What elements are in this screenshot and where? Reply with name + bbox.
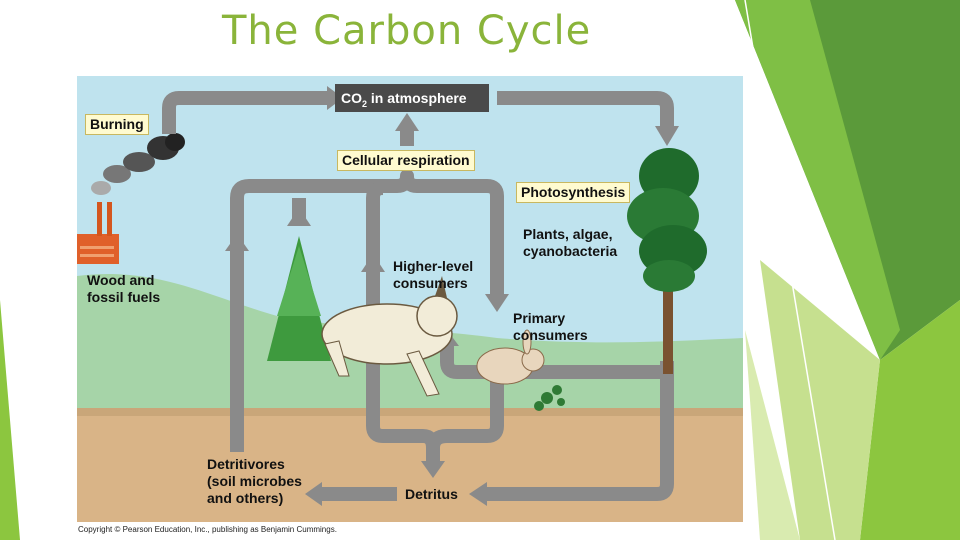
primary-line-2: consumers: [513, 327, 588, 344]
primary-line-1: Primary: [513, 310, 588, 327]
higher-level-consumers-label: Higher-level consumers: [393, 258, 473, 292]
plants-line-2: cyanobacteria: [523, 243, 617, 260]
detritus-label: Detritus: [405, 486, 458, 503]
detritivores-line-1: Detritivores: [207, 456, 302, 473]
wood-fossil-fuels-label: Wood and fossil fuels: [87, 272, 160, 306]
plants-label: Plants, algae, cyanobacteria: [523, 226, 617, 260]
copyright-text: Copyright © Pearson Education, Inc., pub…: [78, 525, 337, 534]
photosynthesis-label: Photosynthesis: [516, 182, 630, 203]
higher-line-1: Higher-level: [393, 258, 473, 275]
detritivores-line-2: (soil microbes: [207, 473, 302, 490]
co2-text: CO: [341, 90, 362, 106]
primary-consumers-label: Primary consumers: [513, 310, 588, 344]
burning-label: Burning: [85, 114, 149, 135]
co2-suffix: in atmosphere: [367, 90, 467, 106]
wood-line-1: Wood and: [87, 272, 160, 289]
slide-title: The Carbon Cycle: [222, 8, 591, 54]
detritivores-line-3: and others): [207, 490, 302, 507]
diagram-artwork: [77, 76, 743, 522]
carbon-cycle-diagram: CO2 in atmosphere Burning Cellular respi…: [77, 76, 743, 522]
cellular-respiration-label: Cellular respiration: [337, 150, 475, 171]
co2-atmosphere-label: CO2 in atmosphere: [341, 90, 467, 113]
wood-line-2: fossil fuels: [87, 289, 160, 306]
plants-line-1: Plants, algae,: [523, 226, 617, 243]
detritivores-label: Detritivores (soil microbes and others): [207, 456, 302, 507]
higher-line-2: consumers: [393, 275, 473, 292]
